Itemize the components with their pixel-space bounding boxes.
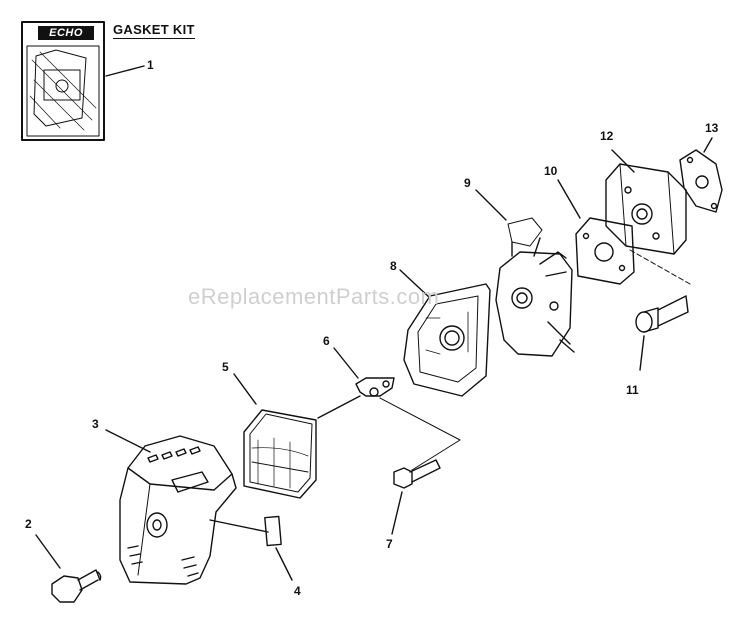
callout-10: 10 [544, 164, 558, 178]
callout-9: 9 [464, 176, 471, 190]
leader-line-1 [105, 65, 145, 77]
leader-line-5-b [317, 395, 361, 419]
leader-line-11 [639, 335, 645, 371]
decal [264, 515, 282, 547]
bolt-11 [635, 295, 689, 333]
echo-logo: ECHO [38, 26, 94, 40]
leader-line-2 [35, 534, 61, 569]
leader-line-7 [391, 491, 403, 535]
leader-line-9 [475, 189, 507, 221]
callout-12: 12 [600, 129, 614, 143]
leader-line-6 [333, 347, 359, 379]
callout-13: 13 [705, 121, 719, 135]
intake-gasket [679, 149, 723, 213]
leader-line-10 [557, 179, 581, 219]
leader-line-4-a [209, 519, 269, 533]
knob [51, 569, 102, 603]
callout-7: 7 [386, 537, 393, 551]
callout-2: 2 [25, 517, 32, 531]
air-filter [243, 409, 317, 499]
callout-5: 5 [222, 360, 229, 374]
leader-line-4-b [275, 547, 293, 581]
gasket-kit-package [21, 21, 105, 141]
leader-line-12 [611, 149, 635, 173]
carb-gasket [575, 217, 635, 285]
assembly-path-6 [379, 397, 461, 471]
callout-1: 1 [147, 58, 154, 72]
callout-4: 4 [294, 584, 301, 598]
callout-8: 8 [390, 259, 397, 273]
air-cleaner-cover [119, 435, 237, 585]
leader-line-3 [105, 429, 151, 453]
callout-6: 6 [323, 334, 330, 348]
bolt-7 [393, 459, 441, 489]
gasket-kit-title: GASKET KIT [113, 22, 195, 39]
callout-11: 11 [626, 383, 639, 397]
watermark: eReplacementParts.com [188, 284, 440, 309]
leader-line-5 [233, 373, 257, 405]
air-cleaner-base [403, 283, 491, 397]
carburetor [495, 217, 575, 357]
leader-line-13 [703, 137, 713, 153]
leader-line-8 [399, 269, 431, 299]
assembly-path-10 [629, 249, 691, 285]
insulator [605, 163, 687, 255]
gasket-bracket [355, 377, 395, 397]
callout-3: 3 [92, 417, 99, 431]
